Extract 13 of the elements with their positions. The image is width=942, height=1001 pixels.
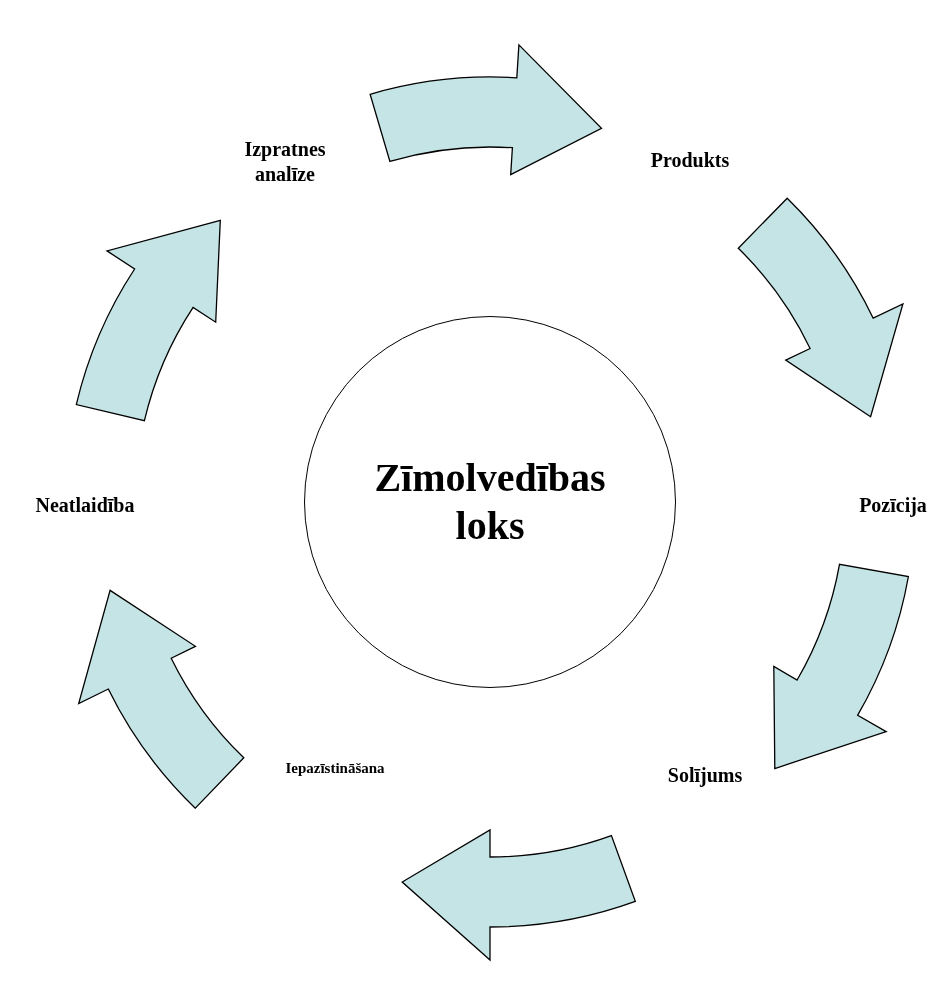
curved-block-arrow (369, 44, 603, 176)
circle-title: Zīmolvedības loks (373, 454, 607, 550)
curved-block-arrow (75, 219, 221, 422)
curved-block-arrow (401, 829, 636, 961)
stage-label: Iepazīstināšana (255, 758, 415, 778)
curved-block-arrow (737, 197, 904, 418)
stage-label: Produkts (625, 147, 755, 173)
stage-label: Neatlaidība (5, 492, 165, 518)
stage-label: Pozīcija (848, 492, 938, 518)
curved-block-arrow (773, 563, 910, 770)
stage-label: Solījums (645, 762, 765, 788)
stage-label: Izpratnes analīze (220, 137, 350, 187)
curved-block-arrow (78, 589, 245, 809)
